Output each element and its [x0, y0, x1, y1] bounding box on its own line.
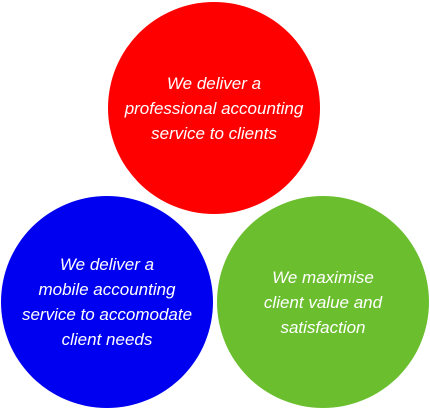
circle-client-value: We maximise client value and satisfactio…	[217, 196, 429, 408]
circle-mobile-service: We deliver a mobile accounting service t…	[1, 196, 213, 408]
circle-client-value-label: We maximise client value and satisfactio…	[263, 267, 383, 337]
circle-mobile-service-label: We deliver a mobile accounting service t…	[21, 255, 193, 349]
circle-professional-service: We deliver a professional accounting ser…	[108, 2, 320, 214]
circle-professional-service-label: We deliver a professional accounting ser…	[124, 73, 304, 143]
